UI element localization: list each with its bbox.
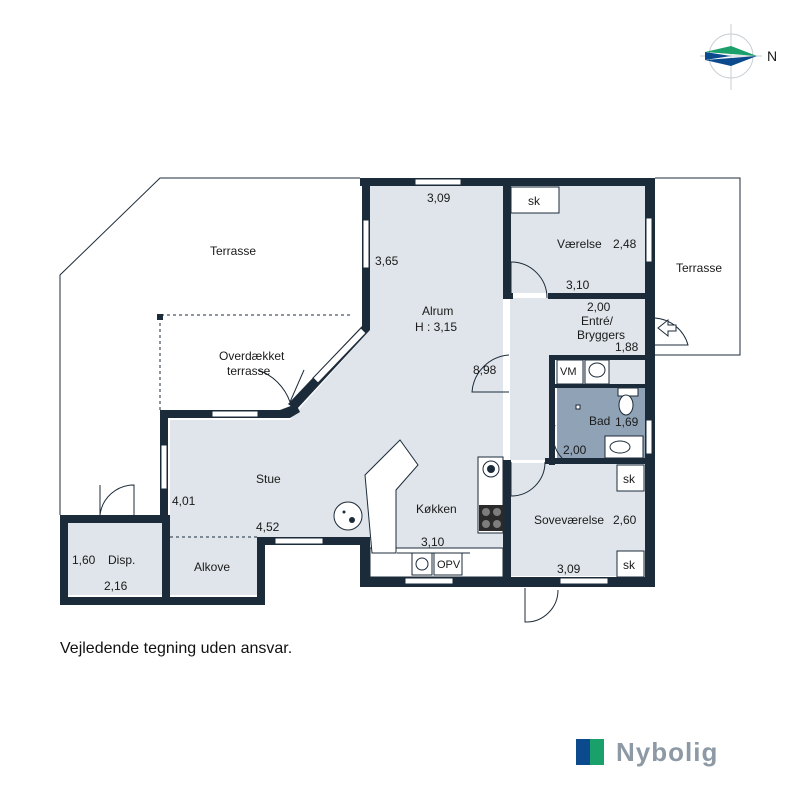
compass-icon: [700, 24, 762, 90]
dim-alrum-top: 3,09: [427, 191, 451, 205]
room-label-stue: Stue: [256, 472, 281, 486]
dim-alrum-left: 3,65: [375, 254, 399, 268]
dim-sove-right: 2,60: [613, 513, 637, 527]
disclaimer-text: Vejledende tegning uden ansvar.: [60, 640, 293, 657]
dim-disp-bottom: 2,16: [104, 579, 128, 593]
window: [645, 217, 653, 263]
closet-label: sk: [528, 194, 541, 208]
floor-main: [170, 186, 503, 595]
window: [274, 537, 324, 545]
room-label-terrasse-east: Terrasse: [676, 261, 722, 275]
drain-icon: [575, 404, 581, 410]
terrace-east-outline: [655, 177, 741, 356]
dim-koekken-bottom: 3,10: [421, 535, 445, 549]
window: [160, 444, 168, 490]
vm-box: [556, 359, 584, 385]
closet-box: [616, 550, 645, 578]
dim-sove-bottom: 3,09: [557, 562, 581, 576]
room-label-vaerelse: Værelse: [557, 237, 602, 251]
dim-stue-left: 4,01: [172, 494, 196, 508]
closet-box: [616, 464, 645, 492]
dim-disp-left: 1,60: [72, 553, 96, 567]
room-label-sovevaerelse: Soveværelse: [534, 513, 604, 527]
covered-terrace-outline: [159, 314, 350, 410]
room-label-alrum: Alrum: [422, 304, 453, 318]
sink-icon: [411, 552, 433, 576]
window: [414, 178, 462, 186]
window: [362, 219, 370, 269]
wood-stove-icon: [333, 501, 363, 531]
closet-label: sk: [623, 558, 636, 572]
closet-box: [510, 186, 560, 214]
doors: [99, 261, 689, 623]
window: [645, 419, 653, 455]
brand-name: Nybolig: [616, 736, 719, 767]
dim-entre-top: 2,00: [587, 300, 611, 314]
window: [211, 410, 259, 418]
dim-alrum-right: 8,98: [473, 363, 497, 377]
room-label-koekken: Køkken: [416, 502, 457, 516]
dim-stue-bottom: 4,52: [256, 520, 280, 534]
room-label-bad: Bad: [589, 414, 610, 428]
toilet-icon: [617, 387, 639, 416]
dim-entre-right: 1,88: [615, 340, 639, 354]
room-label-entre: Entré/: [581, 314, 614, 328]
room-label-bryggers: Bryggers: [577, 328, 625, 342]
stove-icon: [479, 505, 503, 531]
entrance-arrow-icon: [657, 318, 677, 338]
terrace-post: [157, 314, 163, 320]
dim-bad-bottom: 2,00: [563, 443, 587, 457]
floor-entre: [510, 298, 645, 460]
closet-label: sk: [623, 472, 636, 486]
room-label-alrum-height: H : 3,15: [415, 320, 457, 334]
window: [559, 577, 609, 585]
terrace-west-outline: [59, 177, 360, 515]
dim-vaerelse-right: 2,48: [613, 237, 637, 251]
compass-north-label: N: [767, 48, 777, 64]
window: [312, 327, 367, 384]
brand-mark-icon: [576, 739, 604, 765]
brand-logo: Nybolig: [576, 737, 718, 767]
room-label-alkove: Alkove: [194, 560, 230, 574]
room-label-disp: Disp.: [108, 553, 135, 567]
dim-bad-right: 1,69: [615, 415, 639, 429]
window: [404, 577, 454, 585]
washing-machine-label: VM: [560, 366, 577, 378]
floor-disp: [68, 522, 162, 595]
bath-sink-icon: [604, 435, 644, 459]
room-label-overdaekket: Overdækket: [219, 349, 285, 363]
washbasin-icon: [584, 359, 610, 385]
dim-vaerelse-bottom: 3,10: [566, 278, 590, 292]
room-label-terrasse-west: Terrasse: [210, 244, 256, 258]
dishwasher-label: OPV: [437, 559, 461, 571]
room-label-overdaekket-2: terrasse: [227, 364, 271, 378]
